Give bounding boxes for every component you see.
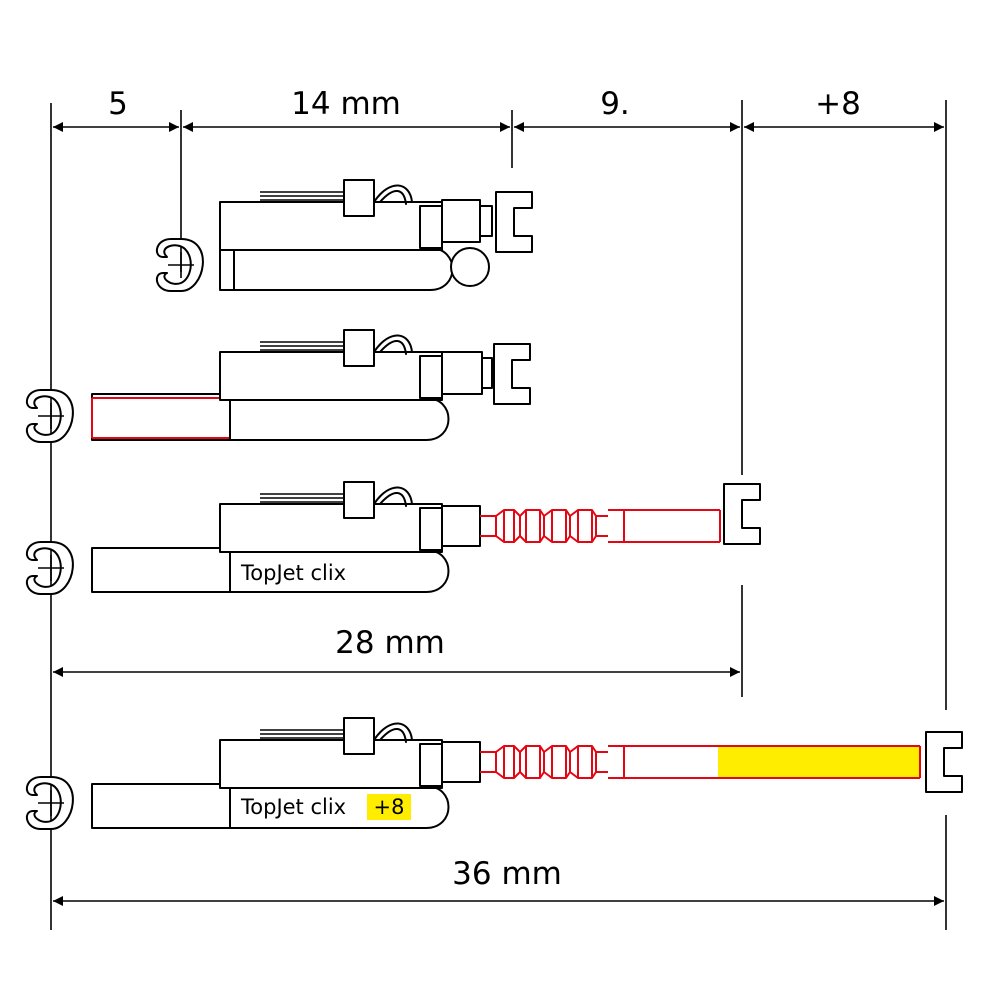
extension-highlight [718,746,920,778]
dim-label-5: 5 [108,86,128,122]
connector-topjet-clix: TopJet clix [25,481,761,595]
end-cap [925,731,963,793]
connector-housing [219,717,443,789]
end-cap [493,343,531,405]
connector-red-wire [25,329,531,443]
beaded-wire [479,745,609,779]
dim-label-14mm: 14 mm [291,86,401,122]
dim-label-28mm: 28 mm [335,625,445,661]
connector-housing [219,329,443,401]
product-label: TopJet clix [240,795,346,819]
connector-topjet-clix-plus8: TopJet clix +8 [25,717,963,830]
connector-compact [155,179,533,292]
dim-label-36mm: 36 mm [452,856,562,892]
connector-housing [219,481,443,553]
extension-badge [367,794,411,820]
red-wire [91,397,230,439]
dim-label-plus8: +8 [815,86,861,122]
connector-housing [219,179,443,251]
end-cap [723,483,761,545]
dim-label-9: 9. [600,86,630,122]
beaded-wire [479,509,609,543]
end-cap [495,191,533,253]
product-label: TopJet clix [240,561,346,585]
extension-badge-label: +8 [374,795,405,819]
